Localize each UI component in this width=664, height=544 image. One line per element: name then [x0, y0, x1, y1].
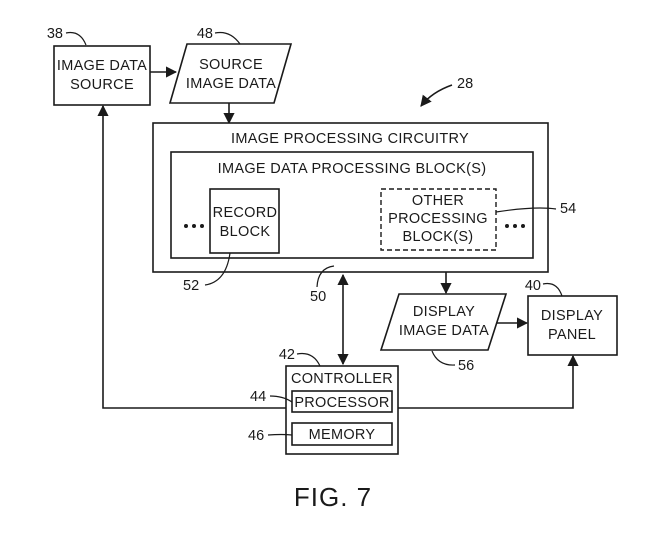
right-ellipsis	[505, 224, 525, 228]
ref-48: 48	[197, 26, 213, 42]
display-panel-block: DISPLAY PANEL 40	[525, 278, 618, 356]
leader-38	[65, 31, 87, 46]
display-panel-line2: PANEL	[548, 327, 596, 343]
record-block-line1: RECORD	[213, 205, 278, 221]
display-image-data-line1: DISPLAY	[413, 304, 475, 320]
ref-50: 50	[310, 289, 326, 305]
ref-28-group: 28	[420, 76, 473, 107]
controller-block: CONTROLLER 42 PROCESSOR 44 MEMORY 46	[248, 347, 399, 455]
other-block-line3: BLOCK(S)	[403, 229, 474, 245]
leader-50	[316, 265, 335, 288]
memory-label: MEMORY	[309, 427, 376, 443]
figure-caption: FIG. 7	[294, 482, 372, 512]
ref-40: 40	[525, 278, 541, 294]
image-data-source-line2: SOURCE	[70, 77, 134, 93]
leader-40	[542, 282, 563, 297]
processor-label: PROCESSOR	[294, 395, 389, 411]
ref-42: 42	[279, 347, 295, 363]
image-data-source-line1: IMAGE DATA	[57, 58, 147, 74]
ref-28: 28	[457, 76, 473, 92]
leader-56	[431, 350, 456, 366]
leader-44	[269, 395, 293, 403]
arrow-controller-to-image-source	[97, 104, 286, 409]
source-image-data-line2: IMAGE DATA	[186, 76, 276, 92]
ref-52: 52	[183, 278, 199, 294]
display-image-data-line2: IMAGE DATA	[399, 323, 489, 339]
ref-38: 38	[47, 26, 63, 42]
other-block-line2: PROCESSING	[388, 211, 488, 227]
connections	[97, 66, 579, 409]
left-ellipsis	[184, 224, 204, 228]
other-processing-block: OTHER PROCESSING BLOCK(S) 54	[380, 188, 576, 251]
leader-52	[204, 252, 231, 286]
source-image-data-parallelogram: SOURCE IMAGE DATA 48	[168, 26, 293, 104]
ref-46: 46	[248, 428, 264, 444]
ref-56: 56	[458, 358, 474, 374]
image-data-source-block: IMAGE DATA SOURCE 38	[47, 26, 151, 106]
source-image-data-line1: SOURCE	[199, 57, 263, 73]
leader-54	[495, 207, 557, 213]
leader-42	[296, 352, 321, 367]
memory-block	[291, 422, 393, 446]
record-block-line2: BLOCK	[220, 224, 271, 240]
ref-44: 44	[250, 389, 266, 405]
bus-ref-group: 50	[310, 265, 335, 305]
leader-48	[214, 31, 241, 45]
leader-arrow-28	[420, 84, 453, 107]
controller-title: CONTROLLER	[291, 371, 393, 387]
leader-46	[267, 433, 293, 436]
arrow-controller-to-display-panel	[398, 354, 579, 409]
display-image-data-parallelogram: DISPLAY IMAGE DATA 56	[379, 293, 508, 374]
other-block-line1: OTHER	[412, 193, 464, 209]
display-panel-line1: DISPLAY	[541, 308, 603, 324]
circuitry-title: IMAGE PROCESSING CIRCUITRY	[231, 131, 469, 147]
processing-blocks-title: IMAGE DATA PROCESSING BLOCK(S)	[218, 161, 487, 177]
ref-54: 54	[560, 201, 576, 217]
record-block: RECORD BLOCK 52	[183, 188, 280, 294]
